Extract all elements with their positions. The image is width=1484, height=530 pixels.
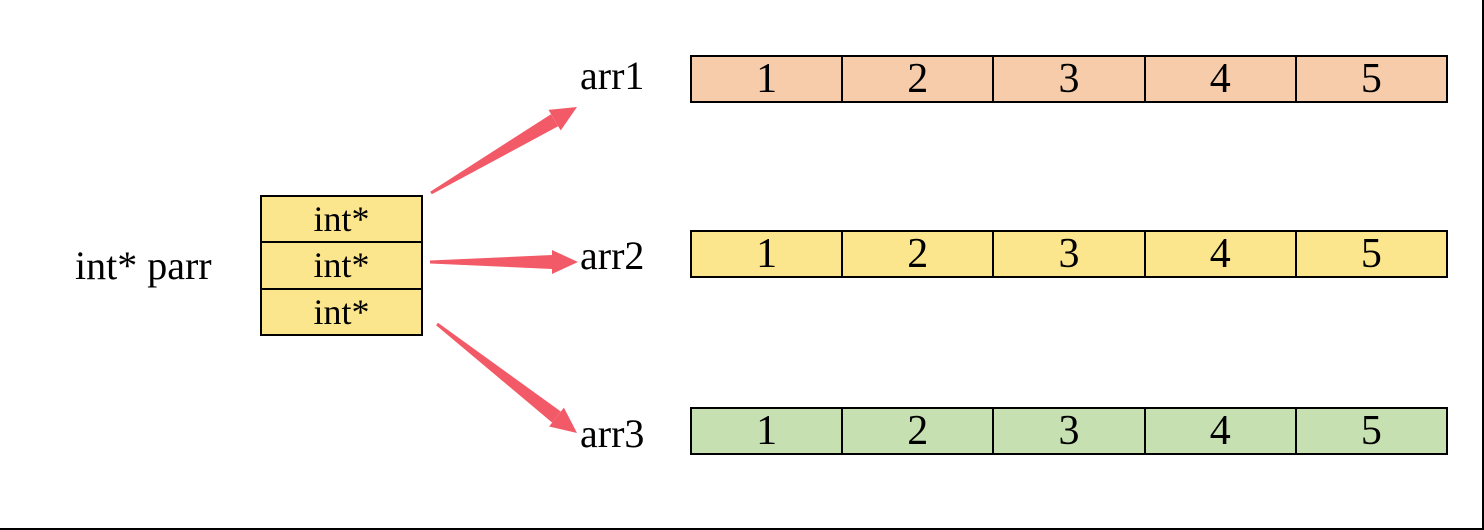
- array-label-arr3: arr3: [580, 411, 645, 456]
- arr2-cell-4: 5: [1294, 231, 1446, 277]
- arrow-to-arr3: [436, 322, 577, 433]
- arr3-cell-1: 2: [841, 408, 992, 454]
- arr1-cell-0: 1: [756, 56, 778, 102]
- arr1-cell-3: 4: [1143, 56, 1295, 102]
- arr3-cell-4: 5: [1294, 408, 1446, 454]
- arr1-cell-2: 3: [992, 56, 1143, 102]
- arr2-cell-3: 4: [1143, 231, 1295, 277]
- arr3-cell-0: 1: [756, 408, 778, 454]
- pointer-array-box: int*int*int*: [260, 195, 423, 336]
- arr1-cell-4: 5: [1294, 56, 1446, 102]
- pointer-cell-1: int*: [262, 241, 421, 287]
- arrow-to-arr1: [430, 107, 577, 195]
- arr2-cell-0: 1: [756, 231, 778, 277]
- arr2-cell-1: 2: [841, 231, 992, 277]
- arr3-cell-2: 3: [992, 408, 1143, 454]
- pointer-cell-0: int*: [313, 199, 370, 240]
- pointer-cell-2: int*: [262, 287, 421, 334]
- arr3-cell-3: 4: [1143, 408, 1295, 454]
- arr1-cell-1: 2: [841, 56, 992, 102]
- arrow-to-arr2: [430, 250, 578, 274]
- array-label-arr2: arr2: [580, 233, 645, 278]
- pointer-variable-label: int* parr: [75, 243, 212, 288]
- arr2-cell-2: 3: [992, 231, 1143, 277]
- array-label-arr1: arr1: [580, 53, 645, 98]
